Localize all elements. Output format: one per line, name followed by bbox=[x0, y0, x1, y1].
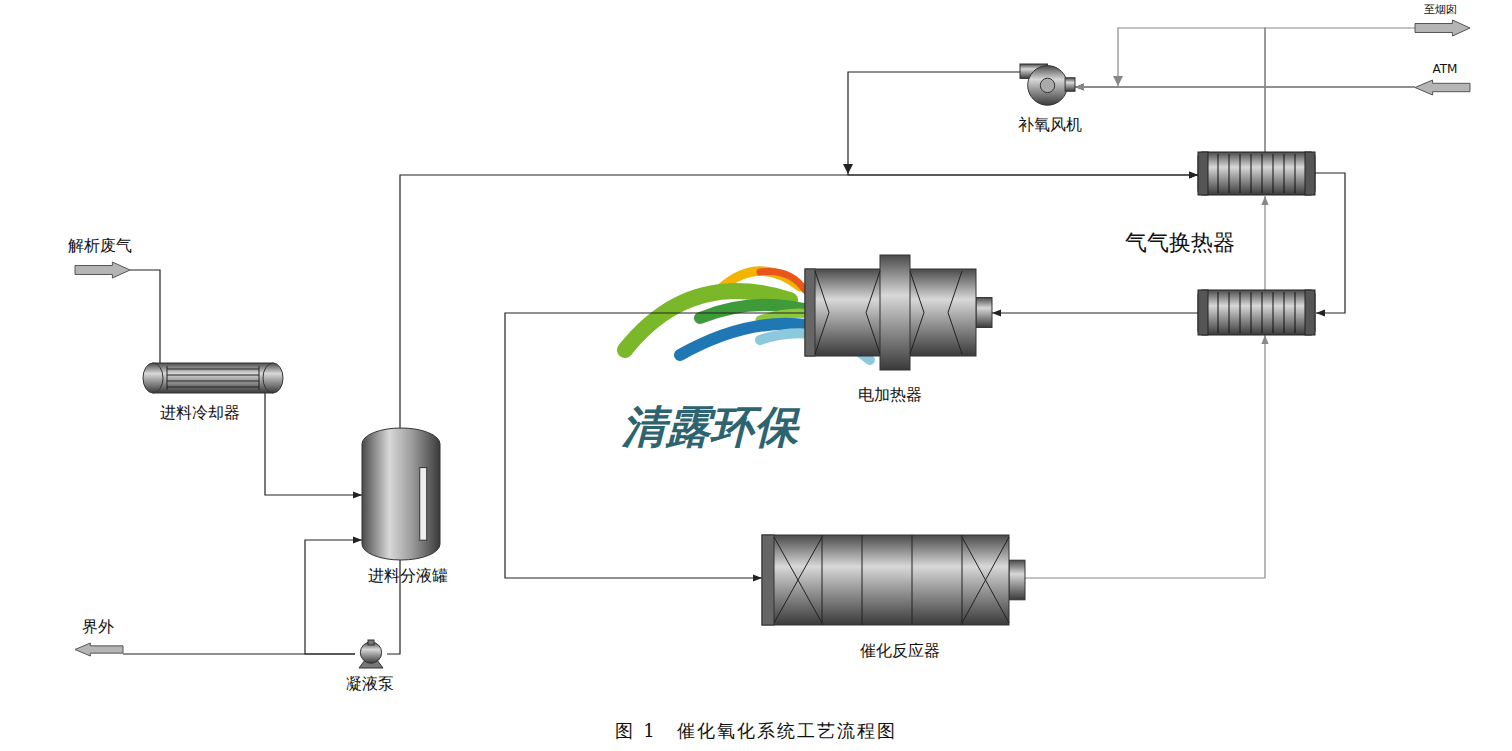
equipment-label: 进料分液罐 bbox=[368, 566, 448, 585]
equipment-icon bbox=[1415, 20, 1470, 36]
electric-heater: 电加热器 bbox=[805, 255, 992, 370]
block-arrow bbox=[1415, 80, 1470, 95]
pipe-connector bbox=[992, 312, 1198, 313]
pipe-connector bbox=[1025, 335, 1265, 578]
catalytic-reactor: 催化反应器 bbox=[762, 535, 1025, 625]
pipe-connector bbox=[505, 313, 805, 578]
equipment-icon bbox=[362, 428, 440, 560]
watermark-text: 清露环保 bbox=[622, 398, 798, 457]
pipe-connector bbox=[1075, 86, 1415, 87]
separator-tank: 进料分液罐 bbox=[362, 428, 440, 560]
equipment-icon bbox=[1415, 80, 1470, 95]
equipment-label: 补氧风机 bbox=[1018, 115, 1082, 134]
pipe-connector bbox=[1075, 28, 1265, 152]
block-arrow bbox=[1415, 20, 1470, 36]
atm-arrow: ATM bbox=[1415, 80, 1470, 95]
gas-gas-exchanger: 气气换热器 bbox=[1198, 152, 1315, 335]
equipment-label: 进料冷却器 bbox=[160, 403, 240, 422]
block-arrow bbox=[75, 643, 123, 656]
equipment-label: 至烟囱 bbox=[1424, 3, 1457, 16]
pipe-connector bbox=[265, 393, 362, 495]
exchanger-loop-line bbox=[1315, 173, 1345, 313]
oxygen-fan: 补氧风机 bbox=[1020, 62, 1075, 107]
outlet-arrow: 界外 bbox=[75, 643, 123, 656]
equipment-label: ATM bbox=[1433, 62, 1458, 76]
pipe-connector bbox=[400, 175, 1198, 428]
equipment-icon bbox=[355, 640, 387, 668]
equipment-label: 电加热器 bbox=[858, 385, 922, 404]
equipment-icon bbox=[75, 643, 123, 656]
pipe-connector bbox=[123, 653, 355, 654]
condensate-pump: 凝液泵 bbox=[355, 640, 387, 668]
exchanger-link-line bbox=[1264, 196, 1265, 290]
equipment-label: 气气换热器 bbox=[1125, 230, 1235, 256]
pipe-connector bbox=[130, 270, 160, 363]
equipment-icon bbox=[75, 262, 130, 278]
equipment-icon bbox=[143, 363, 283, 393]
inlet-arrow: 解析废气 bbox=[75, 262, 130, 278]
equipment-icon bbox=[805, 255, 992, 370]
cooler-exchanger: 进料冷却器 bbox=[143, 363, 283, 393]
pipe-connector bbox=[848, 72, 1198, 175]
equipment-label: 催化反应器 bbox=[860, 641, 940, 660]
equipment-label: 凝液泵 bbox=[346, 674, 394, 693]
stack-arrow: 至烟囱 bbox=[1415, 20, 1470, 36]
equipment-label: 界外 bbox=[82, 617, 114, 636]
equipment-icon bbox=[1020, 62, 1075, 107]
equipment-label: 解析废气 bbox=[68, 236, 132, 255]
equipment-icon bbox=[762, 535, 1025, 625]
figure-caption: 图 1 催化氧化系统工艺流程图 bbox=[615, 719, 896, 743]
block-arrow bbox=[75, 262, 130, 278]
pipe-connector bbox=[305, 540, 362, 654]
pipe-connector bbox=[1265, 28, 1415, 152]
